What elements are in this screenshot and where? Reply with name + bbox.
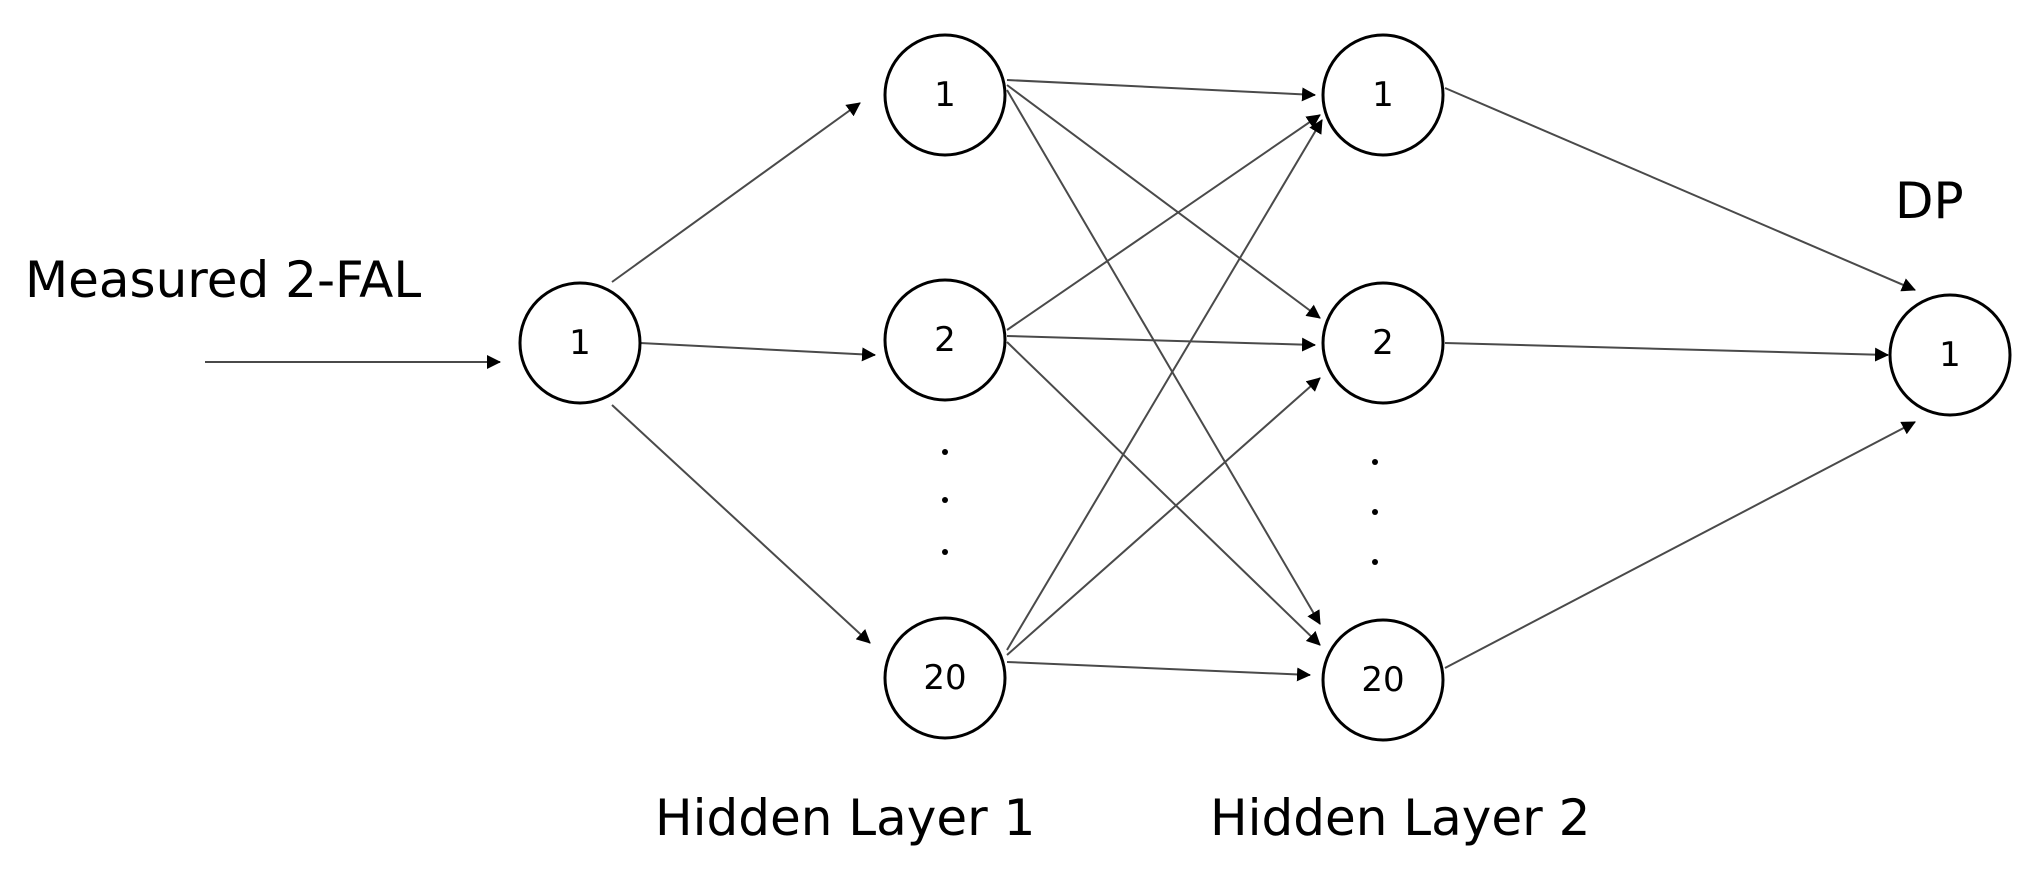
hidden-layer-2-node-20-label: 20 [1361,660,1404,700]
edge-input-to-h1-node-20 [611,404,871,644]
edge-input-to-h1-node-2 [639,342,876,362]
hidden-layer-2-node-1: 1 [1321,33,1445,157]
output-node: 1 [1888,293,2012,417]
hidden-layer-1-ellipsis [942,449,948,555]
hidden-layer-1-node-2: 2 [883,278,1007,402]
hidden-layer-2-ellipsis [1372,459,1378,565]
connection-edges [205,79,1916,682]
edge-h2-20-to-output [1444,421,1916,669]
edge-h2-2-to-output [1444,342,1889,362]
hidden-layer-1-node-2-label: 2 [934,320,956,360]
output-label: DP [1895,172,1964,230]
hidden-layer-1-node-20-label: 20 [923,658,966,698]
edge-h1-1-to-h2-20 [1006,89,1321,625]
input-node: 1 [518,281,642,405]
hidden-layer-2-node-20: 20 [1321,618,1445,742]
edge-h1-2-to-h2-20 [1006,341,1321,646]
hidden-layer-2-node-2: 2 [1321,281,1445,405]
hidden-layer-2-node-1-label: 1 [1372,75,1394,115]
edge-input-to-h1-node-1 [611,102,861,283]
input-node-label: 1 [569,323,591,363]
hidden-layer-1-node-1: 1 [883,33,1007,157]
hidden-layer-2-node-2-label: 2 [1372,323,1394,363]
edge-h1-20-to-h2-20 [1006,661,1311,682]
output-node-label: 1 [1939,335,1961,375]
edge-h1-1-to-h2-1 [1006,79,1316,102]
edge-h1-2-to-h2-1 [1006,114,1321,331]
hidden-layer-1-label: Hidden Layer 1 [655,789,1035,847]
edge-h2-1-to-output [1444,87,1916,292]
edge-h1-20-to-h2-1 [1006,119,1323,651]
edge-h1-2-to-h2-2 [1006,335,1316,352]
hidden-layer-2-label: Hidden Layer 2 [1210,789,1590,847]
hidden-layer-1-node-1-label: 1 [934,75,956,115]
input-label: Measured 2-FAL [25,251,421,309]
hidden-layer-1-node-20: 20 [883,616,1007,740]
edge-h1-20-to-h2-2 [1006,377,1321,656]
edge-h1-1-to-h2-2 [1006,84,1321,319]
